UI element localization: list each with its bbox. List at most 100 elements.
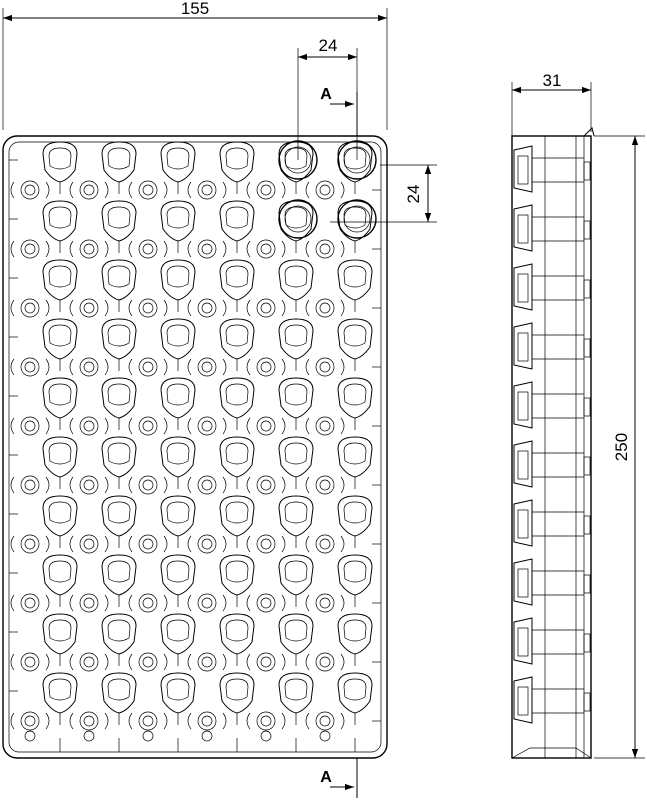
tray-cell bbox=[101, 259, 137, 312]
cell-hole bbox=[128, 239, 168, 259]
sample-cell-inner bbox=[343, 205, 371, 233]
tray-cell bbox=[101, 200, 137, 253]
cell-hole bbox=[128, 180, 168, 200]
cell-hole bbox=[69, 298, 109, 318]
tray-cell bbox=[219, 200, 255, 253]
tray-cell bbox=[278, 377, 314, 430]
cell-hole bbox=[305, 534, 345, 554]
cell-hole bbox=[305, 475, 345, 495]
tray-cell bbox=[101, 495, 137, 548]
cell-hole bbox=[187, 652, 227, 672]
side-pocket bbox=[513, 440, 591, 488]
side-view bbox=[511, 127, 595, 759]
cell-hole bbox=[187, 298, 227, 318]
tray-cell bbox=[337, 672, 373, 725]
tray-cell bbox=[160, 436, 196, 489]
tray-cell bbox=[219, 672, 255, 725]
section-label-bottom: A bbox=[320, 769, 332, 786]
side-outline bbox=[511, 135, 592, 759]
cell-hole bbox=[128, 357, 168, 377]
dimension-depth: 31 bbox=[511, 71, 592, 150]
tray-cell bbox=[219, 554, 255, 607]
cell-hole bbox=[69, 416, 109, 436]
cell-hole bbox=[10, 534, 50, 554]
tray-cell bbox=[278, 554, 314, 607]
cell-hole bbox=[128, 475, 168, 495]
cell-hole bbox=[69, 652, 109, 672]
tray-cell bbox=[42, 495, 78, 548]
bottom-hole bbox=[142, 730, 154, 742]
tray-cell bbox=[101, 672, 137, 725]
sample-cell-inner bbox=[284, 205, 312, 233]
cell-hole bbox=[187, 180, 227, 200]
tray-cell bbox=[42, 318, 78, 371]
cell-hole bbox=[305, 711, 345, 731]
cell-hole bbox=[69, 534, 109, 554]
tray-cell bbox=[101, 318, 137, 371]
cell-hole bbox=[69, 593, 109, 613]
tray-cell bbox=[42, 613, 78, 666]
edge-ribs bbox=[9, 159, 381, 752]
cell-hole bbox=[69, 475, 109, 495]
top-view bbox=[2, 135, 388, 759]
tray-cell bbox=[42, 672, 78, 725]
cell-hole bbox=[246, 357, 286, 377]
cell-hole bbox=[246, 180, 286, 200]
cell-hole bbox=[10, 475, 50, 495]
side-pocket bbox=[513, 617, 591, 665]
cell-hole bbox=[69, 180, 109, 200]
tray-cell bbox=[42, 200, 78, 253]
tray-cell bbox=[337, 259, 373, 312]
side-profile bbox=[511, 127, 595, 759]
tray-cell bbox=[42, 554, 78, 607]
side-pocket bbox=[513, 204, 591, 252]
side-pocket bbox=[513, 381, 591, 429]
side-pocket bbox=[513, 322, 591, 370]
cell-hole bbox=[246, 711, 286, 731]
cell-hole bbox=[305, 357, 345, 377]
cell-hole bbox=[246, 416, 286, 436]
tray-cell bbox=[101, 377, 137, 430]
tray-inner-outline bbox=[8, 141, 382, 753]
label-total-width: 155 bbox=[181, 0, 209, 18]
cell-hole bbox=[10, 711, 50, 731]
tray-cell bbox=[219, 613, 255, 666]
tray-cell bbox=[42, 377, 78, 430]
dimension-total-height: 250 bbox=[594, 135, 645, 759]
bottom-hole bbox=[260, 730, 272, 742]
tray-cell bbox=[278, 318, 314, 371]
sample-cell bbox=[278, 199, 318, 239]
tray-cell bbox=[278, 613, 314, 666]
tray-cell bbox=[278, 259, 314, 312]
cell-hole bbox=[10, 298, 50, 318]
tray-cell bbox=[160, 554, 196, 607]
cell-hole bbox=[246, 652, 286, 672]
cell-hole bbox=[128, 652, 168, 672]
tray-cell bbox=[219, 377, 255, 430]
cell-hole bbox=[246, 239, 286, 259]
tray-cell bbox=[160, 318, 196, 371]
cell-hole bbox=[187, 416, 227, 436]
label-total-height: 250 bbox=[612, 433, 631, 461]
dimension-cell-pitch-y: 24 bbox=[330, 164, 437, 223]
label-cell-pitch-y: 24 bbox=[404, 185, 423, 204]
tray-cell bbox=[42, 141, 78, 194]
tray-cell bbox=[101, 613, 137, 666]
section-label-top: A bbox=[320, 86, 332, 103]
cell-hole bbox=[10, 357, 50, 377]
tray-cell bbox=[42, 436, 78, 489]
bottom-hole bbox=[201, 730, 213, 742]
cell-hole bbox=[187, 239, 227, 259]
cell-grid bbox=[10, 141, 373, 742]
tray-cell bbox=[160, 259, 196, 312]
cell-hole bbox=[69, 357, 109, 377]
cell-hole bbox=[128, 711, 168, 731]
cell-hole bbox=[246, 593, 286, 613]
cell-hole bbox=[187, 357, 227, 377]
tray-cell bbox=[160, 672, 196, 725]
tray-cell bbox=[219, 495, 255, 548]
cell-hole bbox=[128, 298, 168, 318]
highlighted-cells bbox=[278, 140, 377, 239]
